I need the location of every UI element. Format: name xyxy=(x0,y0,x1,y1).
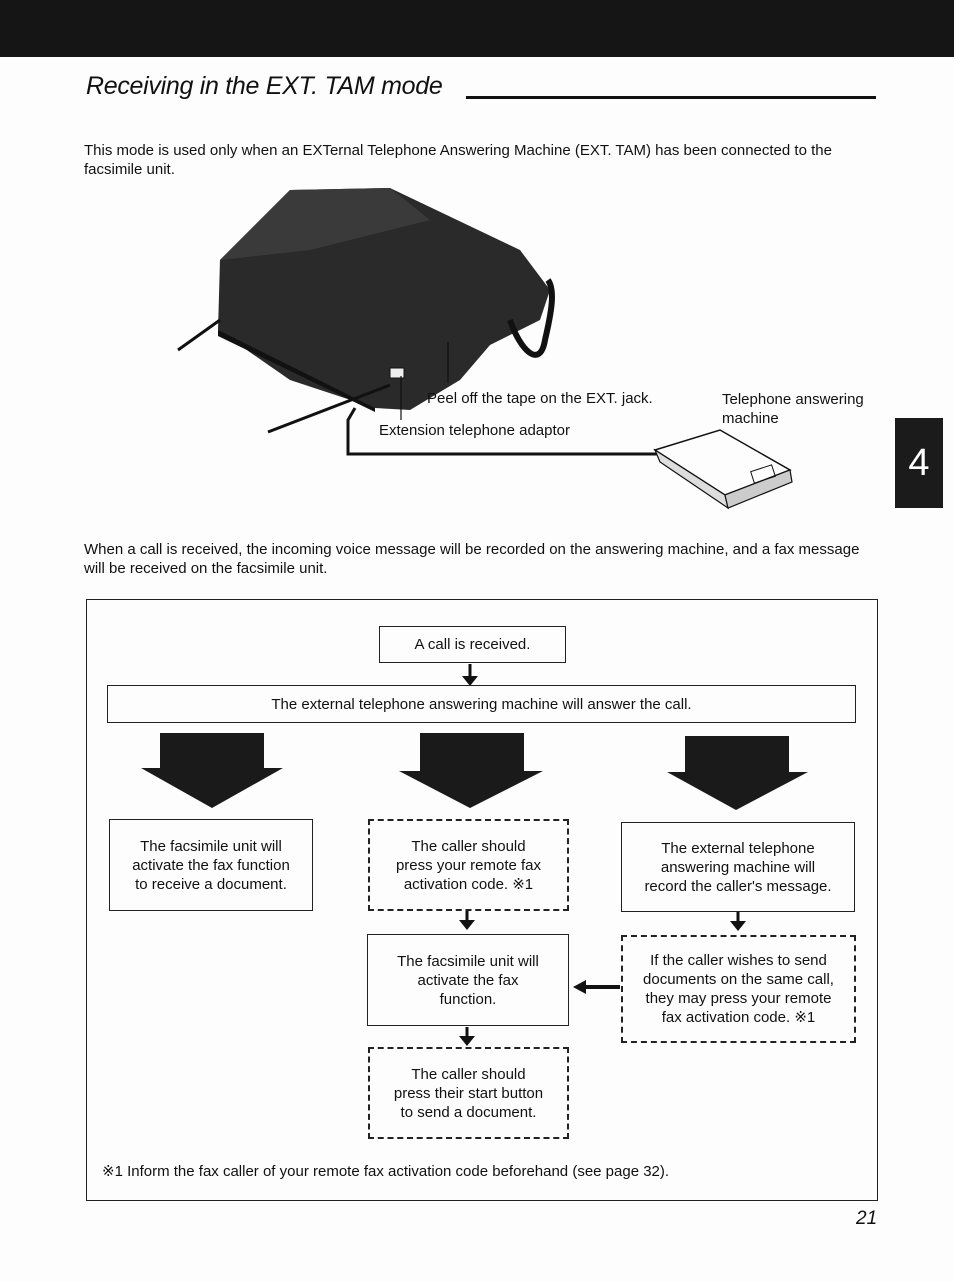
flow-start-text: A call is received. xyxy=(414,636,531,653)
flow-middle-result-line: activate the fax xyxy=(417,971,519,989)
flow-left-line: activate the fax function xyxy=(132,856,290,874)
flow-middle-line: press your remote fax xyxy=(395,856,542,874)
footnote: ※1 Inform the fax caller of your remote … xyxy=(102,1163,670,1180)
callout-tape: Peel off the tape on the EXT. jack. xyxy=(427,390,653,407)
arrow-down-icon xyxy=(459,911,475,930)
chapter-tab: 4 xyxy=(895,418,943,508)
flow-right-option-line: they may press your remote xyxy=(645,990,832,1007)
flow-middle-result-line: The facsimile unit will xyxy=(397,952,539,970)
description-paragraph: When a call is received, the incoming vo… xyxy=(84,541,860,577)
page-number: 21 xyxy=(856,1208,878,1229)
flow-right-option-line: documents on the same call, xyxy=(643,971,834,988)
flow-middle-final-box: The caller should press their start butt… xyxy=(368,1047,569,1139)
fax-machine-drawing xyxy=(177,188,555,434)
flowchart-frame xyxy=(86,599,878,1201)
flow-start-box: A call is received. xyxy=(379,626,566,663)
flow-right-option-line: If the caller wishes to send xyxy=(650,952,827,969)
intro-paragraph: This mode is used only when an EXTernal … xyxy=(84,142,832,178)
large-arrow-middle-icon xyxy=(399,733,543,808)
flow-right-option-line: fax activation code. ※1 xyxy=(661,1009,816,1026)
flow-answer-box: The external telephone answering machine… xyxy=(107,685,856,723)
flow-middle-final-line: press their start button xyxy=(393,1084,544,1102)
callout-tam-line2: machine xyxy=(722,410,779,427)
callout-tam-line1: Telephone answering xyxy=(722,391,864,408)
large-arrow-left-icon xyxy=(141,733,283,808)
flow-middle-result-box: The facsimile unit will activate the fax… xyxy=(367,934,569,1026)
flow-middle-line: activation code. ※1 xyxy=(403,875,534,893)
arrow-down-icon xyxy=(459,1027,475,1046)
flow-middle-box: The caller should press your remote fax … xyxy=(368,819,569,911)
flow-right-option-box: If the caller wishes to send documents o… xyxy=(621,935,856,1043)
flow-right-line: answering machine will xyxy=(660,858,816,876)
flow-left-line: The facsimile unit will xyxy=(140,837,282,855)
title-rule xyxy=(466,96,876,99)
flow-middle-final-line: The caller should xyxy=(411,1065,526,1083)
fax-connection-illustration xyxy=(177,188,793,510)
large-arrow-right-icon xyxy=(667,736,808,810)
flow-middle-final-line: to send a document. xyxy=(400,1103,537,1121)
answering-machine-drawing xyxy=(653,429,793,510)
header-bar xyxy=(0,0,954,57)
arrow-down-icon xyxy=(730,912,746,931)
callout-adaptor: Extension telephone adaptor xyxy=(379,422,570,439)
arrow-down-icon xyxy=(462,664,478,686)
flow-left-line: to receive a document. xyxy=(135,875,287,893)
flow-middle-line: The caller should xyxy=(411,837,526,855)
arrow-left-icon xyxy=(573,980,620,994)
flow-middle-result-line: function. xyxy=(439,990,497,1008)
flow-right-line: record the caller's message. xyxy=(644,877,832,895)
flow-answer-text: The external telephone answering machine… xyxy=(271,695,692,713)
flow-left-box: The facsimile unit will activate the fax… xyxy=(109,819,313,911)
flow-right-line: The external telephone xyxy=(661,839,815,857)
section-title: Receiving in the EXT. TAM mode xyxy=(86,72,443,100)
flow-right-box: The external telephone answering machine… xyxy=(621,822,855,912)
